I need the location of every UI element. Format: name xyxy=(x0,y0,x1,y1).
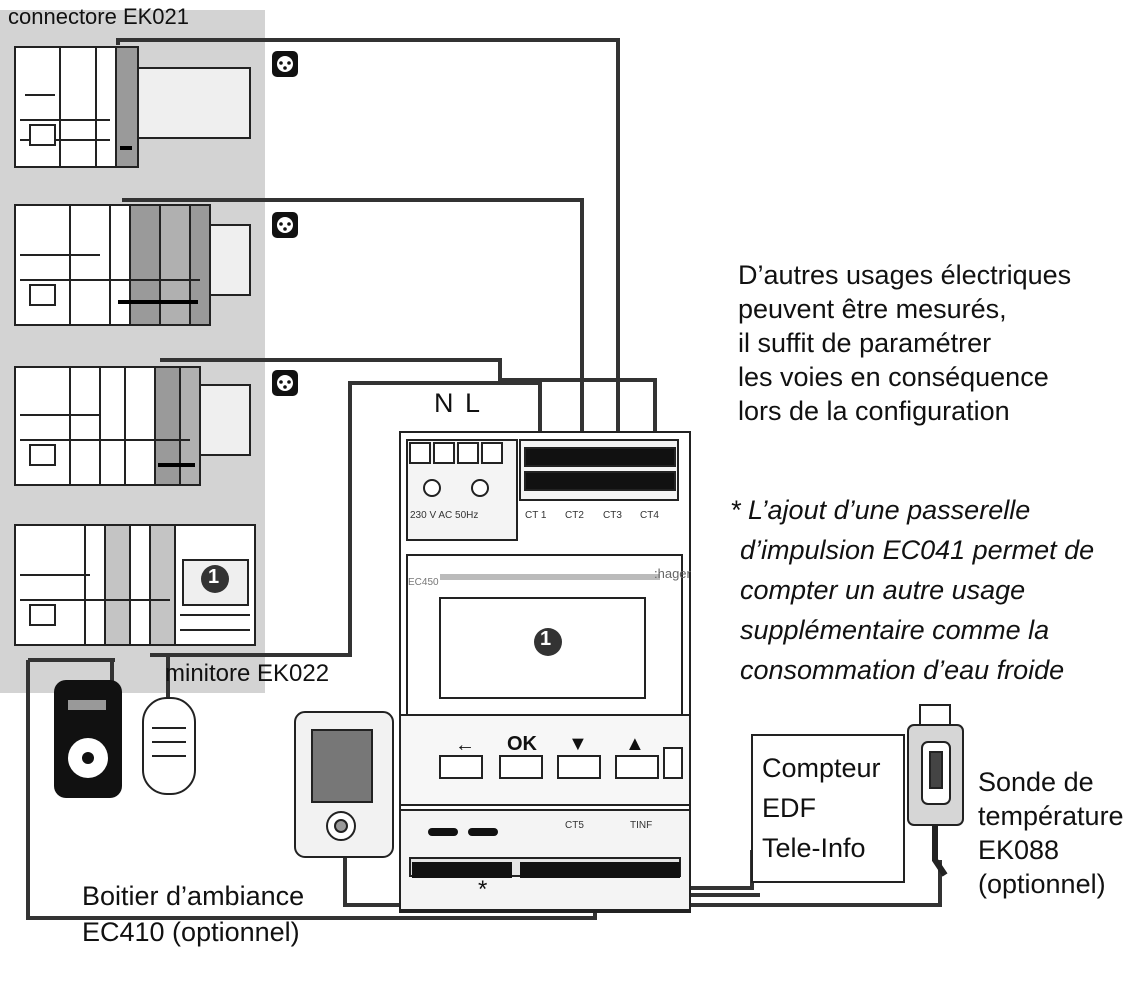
progress-strip xyxy=(440,574,660,580)
badge-module xyxy=(534,628,562,656)
minitore-label: minitore EK022 xyxy=(165,660,330,687)
top-terminals xyxy=(409,442,676,497)
back-symbol: ← xyxy=(455,734,475,756)
model-label: EC450 xyxy=(408,577,439,588)
sonde-text-line: (optionnel) xyxy=(978,869,1106,899)
usages-note-line: les voies en conséquence xyxy=(738,362,1049,392)
ct-label-4: CT4 xyxy=(640,510,659,521)
socket-icon xyxy=(272,51,298,77)
sonde-text-line: température xyxy=(978,801,1124,831)
boitier-text: Boitier d’ambiance EC410 (optionnel) xyxy=(82,878,304,950)
supply-text: 230 V AC 50Hz xyxy=(410,510,479,521)
compteur-box xyxy=(751,734,905,883)
panel-badge-number: 1 xyxy=(208,566,220,588)
ambience-box-icon xyxy=(294,711,394,858)
ct-label-1: CT 1 xyxy=(525,510,547,521)
boitier-text-line: Boitier d’ambiance xyxy=(82,881,305,911)
usages-note-line: D’autres usages électriques xyxy=(738,260,1072,290)
passerelle-note-line: supplémentaire comme la xyxy=(740,615,1050,645)
usages-note-line: peuvent être mesurés, xyxy=(738,294,1007,324)
socket-icon xyxy=(272,212,298,238)
passerelle-note-line: d’impulsion EC041 permet de xyxy=(740,535,1095,565)
connector-label: connectore EK021 xyxy=(8,4,190,29)
ct5-label: CT5 xyxy=(565,820,584,831)
sonde-text-line: Sonde de xyxy=(978,767,1094,797)
up-symbol: ▲ xyxy=(625,733,645,755)
sonde-text: Sonde de température EK088 (optionnel) xyxy=(978,765,1124,901)
usages-note: D’autres usages électriques peuvent être… xyxy=(738,258,1071,428)
bottom-ports xyxy=(412,828,680,878)
ct-label-2: CT2 xyxy=(565,510,584,521)
passerelle-note-line: consommation d’eau froide xyxy=(740,655,1065,685)
compteur-text-line: Tele-Info xyxy=(762,833,866,863)
ct-label-3: CT3 xyxy=(603,510,622,521)
breaker-row-3 xyxy=(14,366,251,486)
usages-note-line: lors de la configuration xyxy=(738,396,1010,426)
passerelle-note-line: * L’ajout d’une passerelle xyxy=(730,495,1031,525)
live-label: L xyxy=(465,388,481,418)
badge-panel xyxy=(201,565,229,593)
fan-heater-icon xyxy=(54,680,122,798)
water-heater-icon xyxy=(142,697,196,795)
breaker-row-1 xyxy=(14,46,251,168)
breaker-row-4 xyxy=(14,524,256,646)
passerelle-note: * L’ajout d’une passerelle d’impulsion E… xyxy=(730,490,1094,690)
module-buttons xyxy=(439,747,683,779)
ok-symbol: OK xyxy=(507,733,537,755)
tinf-label: TINF xyxy=(630,820,653,831)
brand-label: :hager xyxy=(654,566,691,581)
neutral-label: N xyxy=(434,388,454,418)
usages-note-line: il suffit de paramétrer xyxy=(738,328,992,358)
temperature-sensor-icon xyxy=(907,704,964,877)
passerelle-note-line: compter un autre usage xyxy=(740,575,1026,605)
compteur-text: Compteur EDF Tele-Info xyxy=(762,748,881,868)
module-badge-number: 1 xyxy=(540,628,552,650)
down-symbol: ▼ xyxy=(568,733,588,755)
compteur-text-line: Compteur xyxy=(762,753,881,783)
compteur-text-line: EDF xyxy=(762,793,816,823)
breaker-row-2 xyxy=(14,204,251,326)
boitier-text-line: EC410 (optionnel) xyxy=(82,917,300,947)
sonde-text-line: EK088 xyxy=(978,835,1060,865)
socket-icon xyxy=(272,370,298,396)
star-marker: * xyxy=(478,876,488,903)
ec450-module xyxy=(399,431,691,913)
